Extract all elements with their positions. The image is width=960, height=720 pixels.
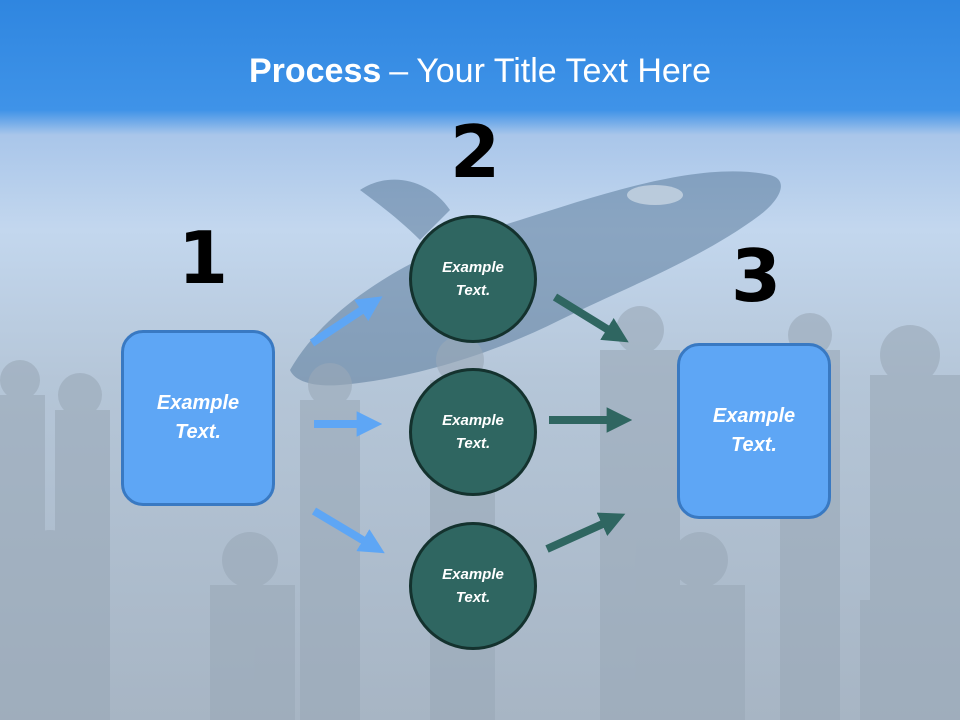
- arrow-right-up-icon: [309, 296, 383, 347]
- title-bold: Process: [248, 52, 382, 90]
- orca-eye-patch: [627, 185, 683, 205]
- step-2-circle-bottom: Example Text.: [409, 522, 537, 650]
- arrow-right-down-icon: [311, 507, 385, 554]
- step-2-circle-middle: Example Text.: [409, 368, 537, 496]
- step-number-3: 3: [731, 234, 782, 318]
- step-3-label: Example Text.: [712, 405, 796, 456]
- circle-bottom-label: Example Text.: [442, 565, 504, 606]
- step-number-1: 1: [178, 216, 229, 300]
- step-1-label: Example Text.: [156, 392, 240, 443]
- title-separator: –: [389, 52, 409, 90]
- slide-title: Process–Your Title Text Here: [0, 52, 960, 91]
- arrow-right-up-icon: [545, 512, 626, 553]
- title-rest: Your Title Text Here: [416, 52, 712, 90]
- step-1-box: Example Text.: [121, 330, 275, 506]
- step-2-circle-top: Example Text.: [409, 215, 537, 343]
- arrow-right-down-icon: [552, 293, 629, 343]
- step-number-2: 2: [450, 110, 501, 194]
- circle-top-label: Example Text.: [442, 258, 504, 299]
- circle-middle-label: Example Text.: [442, 411, 504, 452]
- step-3-box: Example Text.: [677, 343, 831, 519]
